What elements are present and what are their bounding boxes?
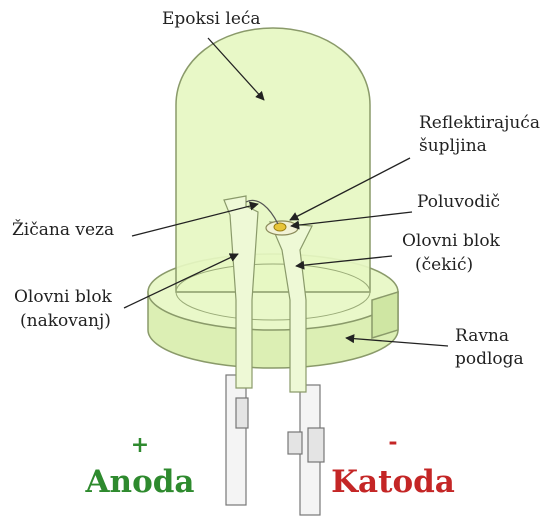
label-flat-base-line2: podloga bbox=[455, 349, 524, 369]
epoxy-dome bbox=[176, 28, 370, 292]
label-lead-frame-anode-line1: Olovni blok bbox=[14, 287, 113, 307]
cathode-lead-bend bbox=[308, 428, 324, 462]
semiconductor-chip bbox=[274, 223, 286, 231]
cathode-sign: - bbox=[388, 429, 397, 455]
label-lead-frame-anode-line2: (nakovanj) bbox=[20, 311, 111, 331]
led-leads bbox=[226, 375, 324, 515]
label-lead-frame-cathode-line1: Olovni blok bbox=[402, 231, 501, 251]
label-lead-frame-cathode-line2: (čekić) bbox=[415, 255, 473, 275]
terminal-labels: + Anoda - Katoda bbox=[84, 429, 454, 500]
label-reflective-cavity-line1: Reflektirajuća bbox=[419, 113, 540, 133]
label-wire-bond: Žičana veza bbox=[12, 219, 114, 240]
cathode-lead-step bbox=[288, 432, 302, 454]
anode-sign: + bbox=[131, 432, 149, 458]
label-reflective-cavity-line2: šupljina bbox=[419, 136, 487, 156]
anode-lead-bend bbox=[236, 398, 248, 428]
label-semiconductor: Poluvodič bbox=[417, 192, 500, 212]
label-epoxy-lens: Epoksi leća bbox=[162, 9, 261, 29]
anode-lead bbox=[226, 375, 246, 505]
cathode-label: Katoda bbox=[331, 464, 455, 500]
anode-label: Anoda bbox=[84, 464, 194, 500]
label-flat-base-line1: Ravna bbox=[455, 326, 509, 346]
